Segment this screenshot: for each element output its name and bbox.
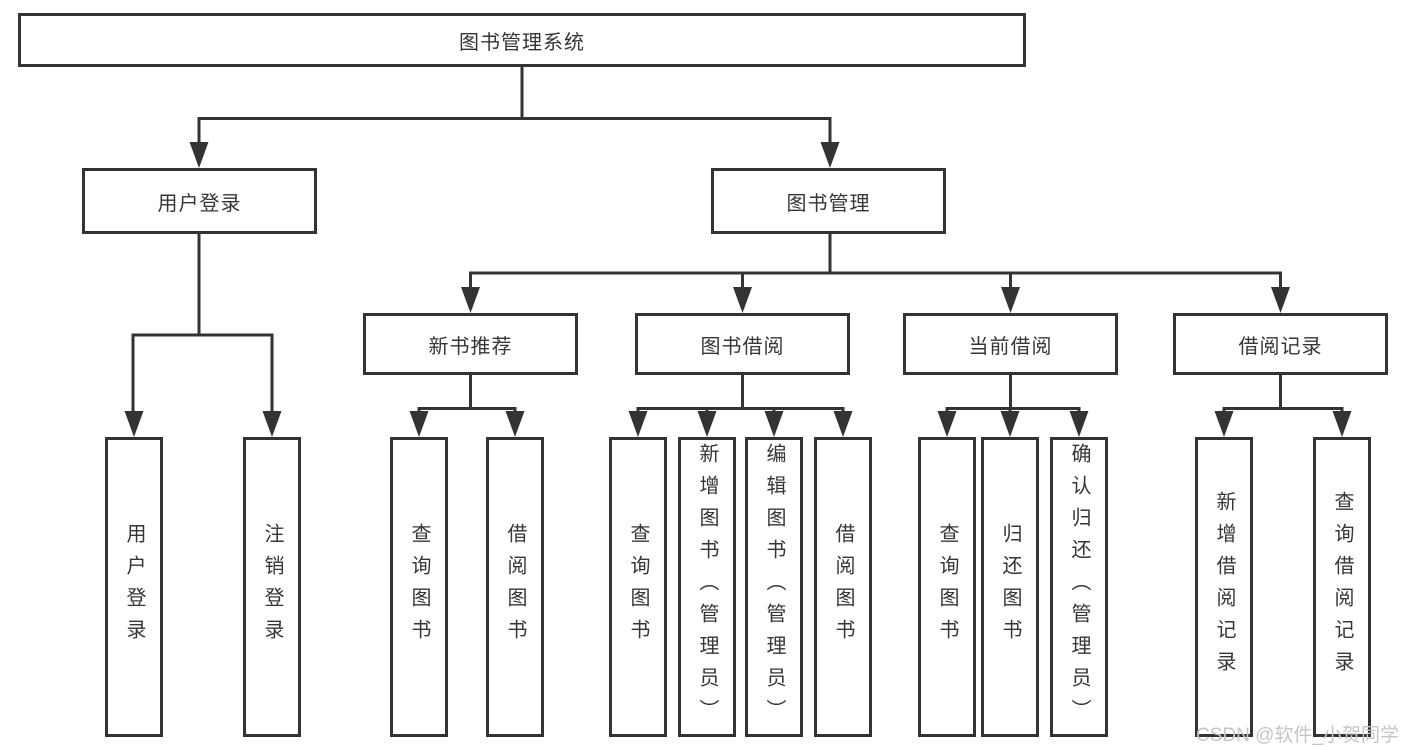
node-new-book-recommend: 新书推荐 (363, 313, 578, 375)
leaf-borrow-add-book: 新增图书（管理员） (678, 437, 736, 737)
node-book-management-label: 图书管理 (786, 192, 871, 215)
leaf-borrow-query-book-label: 查询图书 (627, 523, 649, 651)
leaf-borrow-edit-book: 编辑图书（管理员） (745, 437, 803, 737)
leaf-current-confirm-return: 确认归还（管理员） (1050, 437, 1108, 737)
watermark: CSDN @软件_小贺同学 (1196, 725, 1399, 746)
node-root: 图书管理系统 (18, 13, 1026, 67)
leaf-current-return-book-label: 归还图书 (999, 523, 1021, 651)
leaf-logout: 注销登录 (243, 437, 301, 737)
leaf-current-confirm-return-label: 确认归还（管理员） (1068, 443, 1090, 731)
leaf-recommend-borrow-book: 借阅图书 (486, 437, 544, 737)
leaf-records-add-record: 新增借阅记录 (1195, 437, 1253, 737)
node-borrow-records-label: 借阅记录 (1238, 335, 1323, 358)
node-user-login-label: 用户登录 (157, 192, 242, 215)
leaf-current-query-book: 查询图书 (918, 437, 976, 737)
node-user-login: 用户登录 (82, 168, 317, 234)
leaf-recommend-query-book: 查询图书 (390, 437, 448, 737)
node-root-label: 图书管理系统 (459, 31, 585, 54)
arrowheads (124, 142, 1352, 437)
leaf-recommend-query-book-label: 查询图书 (408, 523, 430, 651)
node-book-borrow-label: 图书借阅 (700, 335, 785, 358)
leaf-current-query-book-label: 查询图书 (936, 523, 958, 651)
node-current-borrow-label: 当前借阅 (968, 335, 1053, 358)
node-current-borrow: 当前借阅 (903, 313, 1118, 375)
leaf-borrow-edit-book-label: 编辑图书（管理员） (763, 443, 785, 731)
leaf-user-login: 用户登录 (105, 437, 163, 737)
leaf-user-login-label: 用户登录 (123, 523, 145, 651)
leaf-records-query-record-label: 查询借阅记录 (1331, 491, 1353, 683)
leaf-borrow-query-book: 查询图书 (609, 437, 667, 737)
node-new-book-recommend-label: 新书推荐 (428, 335, 513, 358)
leaf-borrow-add-book-label: 新增图书（管理员） (696, 443, 718, 731)
node-book-borrow: 图书借阅 (635, 313, 850, 375)
leaf-logout-label: 注销登录 (261, 523, 283, 651)
leaf-records-query-record: 查询借阅记录 (1313, 437, 1371, 737)
leaf-borrow-borrow-book-label: 借阅图书 (832, 523, 854, 651)
leaf-current-return-book: 归还图书 (981, 437, 1039, 737)
leaf-recommend-borrow-book-label: 借阅图书 (504, 523, 526, 651)
leaf-records-add-record-label: 新增借阅记录 (1213, 491, 1235, 683)
node-book-management: 图书管理 (711, 168, 946, 234)
leaf-borrow-borrow-book: 借阅图书 (814, 437, 872, 737)
node-borrow-records: 借阅记录 (1173, 313, 1388, 375)
